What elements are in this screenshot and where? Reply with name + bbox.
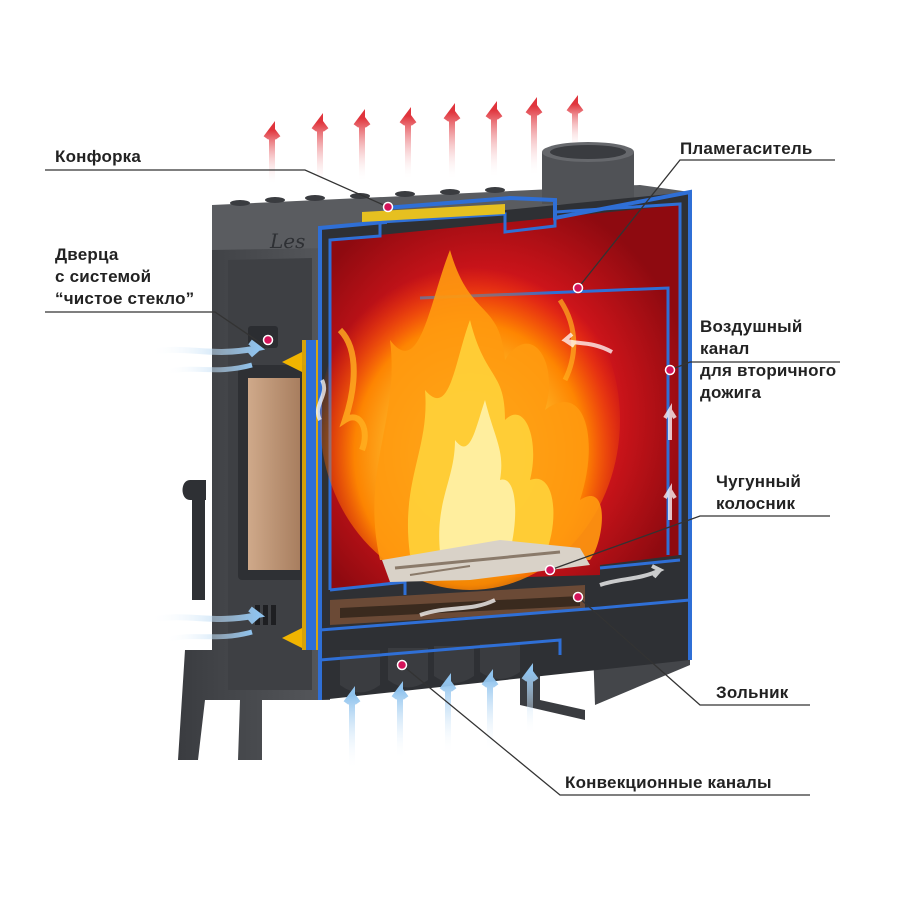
label-zolnik: Зольник bbox=[716, 683, 789, 702]
marker-dot bbox=[382, 201, 394, 213]
label-door: Дверца с системой “чистое стекло” bbox=[55, 245, 195, 308]
marker-dot bbox=[664, 364, 676, 376]
warm-arrow bbox=[263, 121, 281, 185]
internal-airflow bbox=[316, 332, 677, 617]
cold-arrow bbox=[521, 663, 539, 735]
cold-arrow bbox=[164, 362, 253, 375]
label-convection: Конвекционные каналы bbox=[565, 773, 772, 792]
brand-logo: Les bbox=[269, 229, 305, 253]
leader-lines bbox=[45, 159, 840, 796]
warm-arrow bbox=[566, 95, 584, 150]
marker-dot bbox=[262, 334, 274, 346]
warm-arrow bbox=[311, 113, 329, 185]
warm-arrow bbox=[443, 103, 461, 180]
cold-arrow bbox=[164, 629, 253, 643]
warm-arrow bbox=[399, 107, 417, 180]
cold-arrow bbox=[481, 669, 499, 752]
marker-dot bbox=[572, 591, 584, 603]
label-konforka: Конфорка bbox=[55, 147, 142, 166]
cold-arrow bbox=[391, 681, 409, 760]
label-grate: Чугунный колосник bbox=[716, 472, 802, 513]
warm-arrow bbox=[353, 109, 371, 182]
hot-air-arrows bbox=[263, 95, 584, 185]
cold-arrow bbox=[343, 686, 361, 770]
fire bbox=[320, 250, 620, 590]
label-plamegasitel: Пламегаситель bbox=[680, 139, 813, 158]
cold-arrow bbox=[149, 339, 266, 358]
cold-arrow bbox=[149, 606, 266, 625]
warm-arrow bbox=[485, 101, 503, 178]
door bbox=[182, 326, 320, 650]
marker-dot bbox=[544, 564, 556, 576]
warm-arrow bbox=[525, 97, 543, 176]
label-air-channel: Воздушный канал для вторичного дожига bbox=[700, 317, 837, 402]
cold-air-arrows bbox=[149, 339, 539, 770]
cold-arrow bbox=[439, 673, 457, 755]
markers bbox=[262, 201, 676, 671]
marker-dot bbox=[396, 659, 408, 671]
marker-dot bbox=[572, 282, 584, 294]
